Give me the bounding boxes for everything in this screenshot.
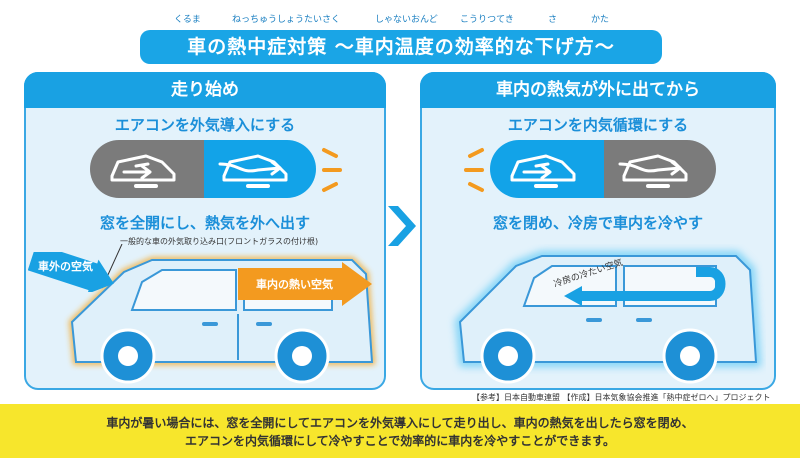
title-ruby-2: ねっちゅうしょうたいさく	[232, 15, 341, 25]
outside-air-mode-icon	[618, 154, 688, 182]
summary-banner	[0, 404, 800, 458]
recirculation-mode-icon	[510, 154, 576, 182]
panel-start-mode-label: エアコンを外気導入にする	[114, 116, 296, 134]
page-title: 車の熱中症対策 〜車内温度の効率的な下げ方〜	[187, 36, 615, 58]
panel-after-window-label: 窓を閉め、冷房で車内を冷やす	[492, 214, 703, 232]
title-ruby-6: かた	[591, 15, 610, 25]
hot-air-label: 車内の熱い空気	[256, 278, 333, 291]
panel-start-header: 走り始め	[24, 72, 386, 108]
source-credit: 【参考】日本自動車連盟 【作成】日本気象協会推進「熱中症ゼロへ」プロジェクト	[472, 393, 771, 402]
panel-after-mode-label: エアコンを内気循環にする	[507, 116, 689, 134]
car-closed-window-icon	[454, 251, 762, 384]
outside-air-label: 車外の空気	[38, 260, 93, 273]
hot-air-arrow	[238, 262, 372, 306]
summary-text: 車内が暑い場合には、窓を全開にしてエアコンを外気導入にして走り出し、車内の熱気を…	[0, 414, 800, 450]
summary-line-1: 車内が暑い場合には、窓を全開にしてエアコンを外気導入にして走り出し、車内の熱気を…	[106, 416, 694, 430]
title-ruby-1: くるま	[174, 15, 201, 25]
panel-after-header: 車内の熱気が外に出てから	[420, 72, 776, 108]
mode-icons-right	[510, 154, 688, 188]
title-banner	[140, 30, 662, 64]
summary-line-2: エアコンを内気循環にして冷やすことで効率的に車内を冷やすことができます。	[184, 434, 616, 448]
outside-air-mode-icon	[218, 154, 288, 182]
title-ruby-3: しゃないおんど	[375, 15, 438, 25]
panel-start-window-label: 窓を全開にし、熱気を外へ出す	[99, 214, 310, 232]
highlight-rays-right	[464, 148, 484, 192]
recirculation-mode-icon	[110, 154, 176, 182]
title-ruby-4: こうりつてき	[460, 15, 514, 25]
arrow-right-icon	[388, 206, 416, 246]
outside-air-arrow	[28, 252, 114, 292]
highlight-rays-left	[322, 148, 342, 192]
mode-icons-left	[110, 154, 288, 188]
intake-note: 一般的な車の外気取り込み口(フロントガラスの付け根)	[120, 237, 319, 246]
title-ruby-5: さ	[548, 15, 558, 25]
